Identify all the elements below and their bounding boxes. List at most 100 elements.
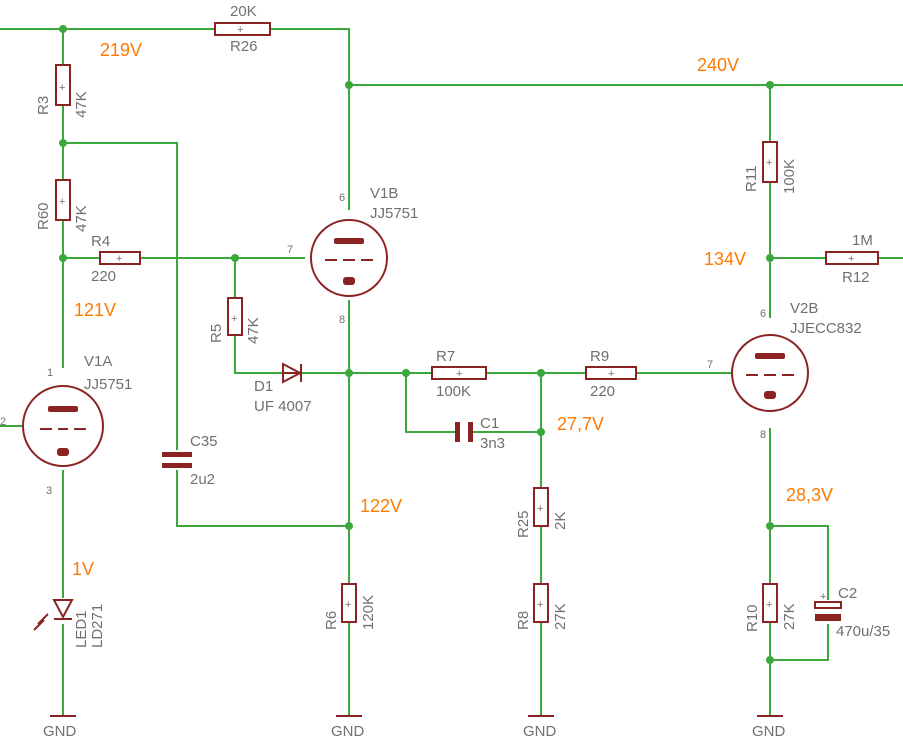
- voltage-1v: 1V: [72, 559, 94, 579]
- diode-d1: D1 UF 4007: [254, 362, 312, 415]
- svg-text:+: +: [820, 591, 826, 603]
- d1-name: D1: [254, 378, 273, 395]
- v1a-name: V1A: [84, 353, 112, 370]
- r6-name: R6: [323, 611, 340, 630]
- voltage-219v: 219V: [100, 40, 142, 60]
- svg-text:+: +: [766, 157, 772, 169]
- r4-name: R4: [91, 233, 110, 250]
- svg-text:+: +: [59, 82, 65, 94]
- c2-name: C2: [838, 585, 857, 602]
- tube-v1b: 6 7 8 V1B JJ5751: [287, 185, 418, 326]
- r7-value: 100K: [436, 383, 471, 400]
- wires: [0, 28, 903, 716]
- capacitor-c2: + C2 470u/35: [814, 585, 890, 640]
- resistor-r7: + R7 100K: [431, 348, 487, 400]
- svg-text:+: +: [537, 503, 543, 515]
- capacitor-c1: C1 3n3: [455, 415, 505, 452]
- resistor-r25: + R25 2K: [515, 487, 569, 538]
- junctions: [59, 25, 774, 664]
- resistor-r8: + R8 27K: [515, 583, 569, 630]
- svg-text:+: +: [231, 313, 237, 325]
- c1-name: C1: [480, 415, 499, 432]
- tube-v1a: 1 2 3 V1A JJ5751: [0, 353, 132, 497]
- r8-name: R8: [515, 611, 532, 630]
- r12-name: R12: [842, 269, 870, 286]
- svg-text:3: 3: [46, 485, 52, 497]
- voltage-240v: 240V: [697, 55, 739, 75]
- resistor-r60: + R60 47K: [35, 179, 90, 232]
- resistor-r26: + 20K R26: [214, 3, 271, 55]
- resistor-r3: + R3 47K: [35, 64, 90, 118]
- r60-name: R60: [35, 202, 52, 230]
- r9-name: R9: [590, 348, 609, 365]
- svg-text:+: +: [345, 599, 351, 611]
- r25-name: R25: [515, 510, 532, 538]
- r26-value: 20K: [230, 3, 257, 20]
- svg-text:6: 6: [339, 192, 345, 204]
- v2b-name: V2B: [790, 300, 818, 317]
- capacitor-c35: C35 2u2: [162, 433, 218, 488]
- svg-text:8: 8: [339, 314, 345, 326]
- r8-value: 27K: [552, 603, 569, 630]
- svg-text:+: +: [116, 253, 122, 265]
- led1-type: LD271: [89, 604, 106, 648]
- gnd-label-4: GND: [752, 723, 786, 740]
- r3-value: 47K: [73, 91, 90, 118]
- resistor-r10: + R10 27K: [744, 583, 798, 632]
- led-led1: LED1 LD271: [33, 599, 106, 648]
- r10-value: 27K: [781, 603, 798, 630]
- c35-name: C35: [190, 433, 218, 450]
- r6-value: 120K: [360, 595, 377, 630]
- svg-text:+: +: [608, 368, 614, 380]
- v1b-type: JJ5751: [370, 205, 418, 222]
- resistor-r5: + R5 47K: [208, 297, 262, 344]
- gnd-label-3: GND: [523, 723, 557, 740]
- tube-v2b: 6 7 8 V2B JJECC832: [707, 300, 862, 441]
- resistor-r9: + R9 220: [585, 348, 637, 400]
- svg-text:+: +: [59, 196, 65, 208]
- r9-value: 220: [590, 383, 615, 400]
- r11-value: 100K: [781, 159, 798, 194]
- voltage-134v: 134V: [704, 249, 746, 269]
- svg-text:+: +: [537, 599, 543, 611]
- r10-name: R10: [744, 604, 761, 632]
- r60-value: 47K: [73, 205, 90, 232]
- svg-text:+: +: [766, 599, 772, 611]
- r26-name: R26: [230, 38, 258, 55]
- svg-text:+: +: [456, 368, 462, 380]
- voltage-122v: 122V: [360, 496, 402, 516]
- gnd-label-2: GND: [331, 723, 365, 740]
- svg-text:2: 2: [0, 416, 6, 428]
- voltage-labels: 219V 240V 121V 134V 122V 27,7V 28,3V 1V: [72, 40, 833, 579]
- v2b-type: JJECC832: [790, 320, 862, 337]
- r12-value: 1M: [852, 232, 873, 249]
- r11-name: R11: [743, 166, 760, 192]
- v1a-type: JJ5751: [84, 376, 132, 393]
- voltage-121v: 121V: [74, 300, 116, 320]
- resistor-r6: + R6 120K: [323, 583, 377, 630]
- ground-symbols: GND GND GND GND: [43, 715, 786, 740]
- svg-text:7: 7: [287, 244, 293, 256]
- v1b-name: V1B: [370, 185, 398, 202]
- r5-value: 47K: [245, 317, 262, 344]
- voltage-28-3v: 28,3V: [786, 485, 833, 505]
- svg-text:1: 1: [47, 367, 53, 379]
- gnd-label-1: GND: [43, 723, 77, 740]
- svg-text:7: 7: [707, 359, 713, 371]
- r5-name: R5: [208, 324, 225, 343]
- svg-text:8: 8: [760, 429, 766, 441]
- led1-name: LED1: [73, 610, 90, 648]
- svg-text:6: 6: [760, 308, 766, 320]
- c2-value: 470u/35: [836, 623, 890, 640]
- r4-value: 220: [91, 268, 116, 285]
- svg-text:+: +: [848, 253, 854, 265]
- voltage-27-7v: 27,7V: [557, 414, 604, 434]
- r3-name: R3: [35, 96, 52, 115]
- svg-text:+: +: [237, 24, 243, 36]
- resistor-r12: + 1M R12: [825, 232, 879, 286]
- r25-value: 2K: [552, 512, 569, 530]
- r7-name: R7: [436, 348, 455, 365]
- d1-type: UF 4007: [254, 398, 312, 415]
